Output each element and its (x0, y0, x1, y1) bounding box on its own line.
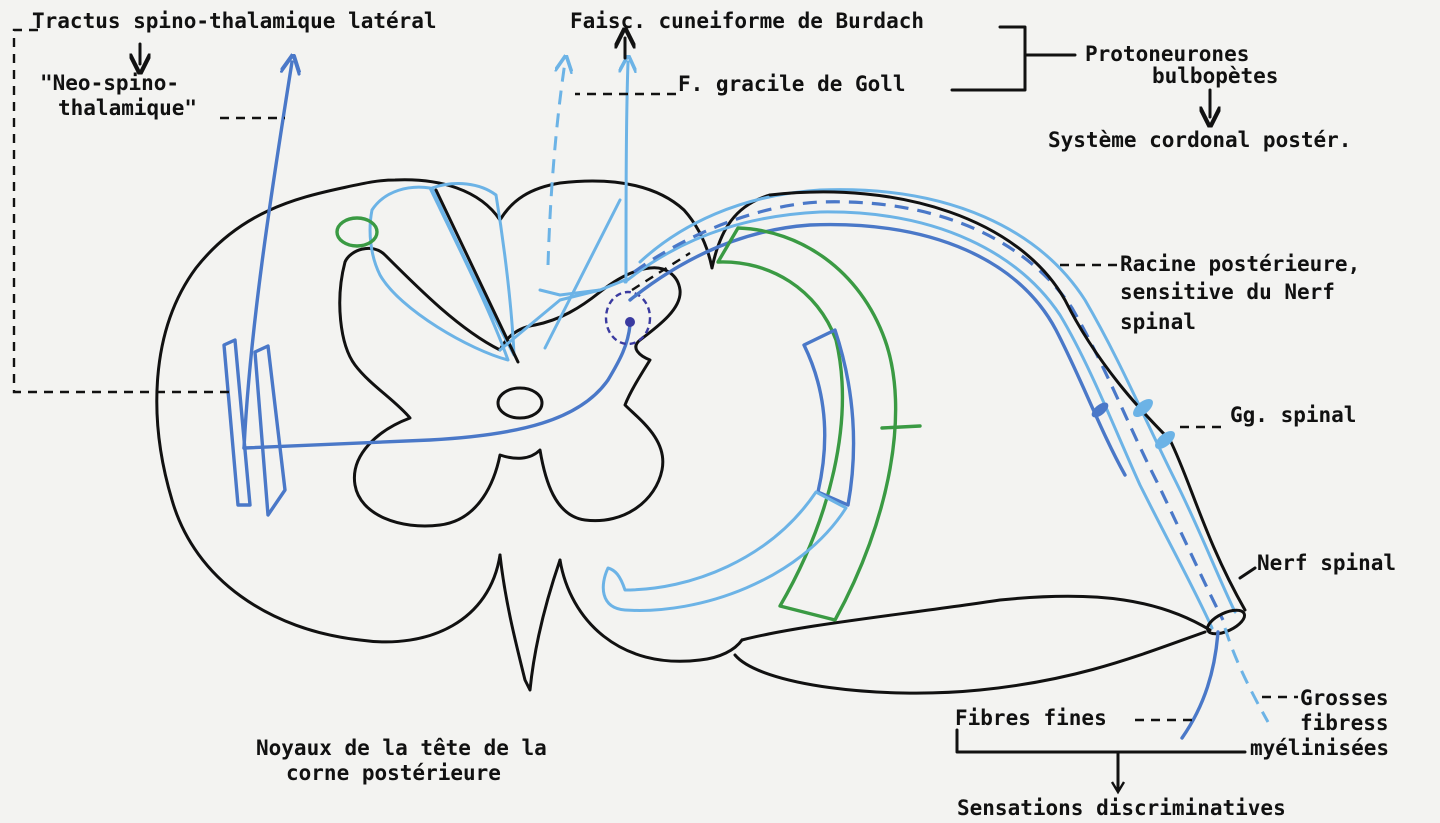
fasciculus-cuneatus-tract (370, 187, 508, 360)
large-myelinated-fiber (1225, 628, 1268, 722)
label-grosses-1: Grosses (1300, 686, 1389, 710)
anterior-median-fissure (500, 555, 560, 690)
label-systeme: Système cordonal postér. (1048, 128, 1351, 152)
label-proto-2: bulbopètes (1152, 64, 1278, 88)
collateral-fiber-2 (540, 290, 600, 295)
sensations-bracket (957, 730, 1245, 790)
central-canal (498, 388, 542, 418)
nerf-leader (1240, 568, 1255, 578)
label-racine-1: Racine postérieure, (1120, 252, 1360, 276)
label-gg: Gg. spinal (1230, 403, 1356, 427)
fine-fiber (1182, 632, 1218, 738)
anterior-dark-blue-tract (804, 330, 854, 505)
label-tractus: Tractus spino-thalamique latéral (32, 9, 437, 33)
gracilis-dashed-fiber (548, 62, 565, 265)
label-faisc: Faisc. cuneiforme de Burdach (570, 9, 924, 33)
crossing-fiber (244, 325, 630, 448)
label-proto-1: Protoneurones (1085, 42, 1249, 66)
dorsal-root-dark (630, 225, 1125, 475)
label-nerf: Nerf spinal (1257, 551, 1396, 575)
label-neo-1: "Neo-spino- (40, 71, 179, 95)
label-fibres-fines: Fibres fines (955, 706, 1107, 730)
label-gracile: F. gracile de Goll (678, 72, 906, 96)
green-connector (882, 426, 920, 428)
anterolateral-light-tract (603, 492, 846, 610)
label-grosses-2: fibress (1300, 711, 1389, 735)
label-racine-3: spinal (1120, 310, 1196, 334)
green-crescent (718, 228, 896, 620)
spinothalamic-ascending-fiber (244, 62, 292, 448)
collateral-fiber-1 (545, 200, 620, 348)
label-neo-2: thalamique" (58, 96, 197, 120)
label-racine-2: sensitive du Nerf (1120, 280, 1335, 304)
ventral-root-outline (742, 596, 1210, 640)
proto-bracket (952, 27, 1075, 90)
nucleus-dot (625, 317, 635, 327)
label-grosses-3: myélinisées (1250, 736, 1389, 760)
label-noyaux-2: corne postérieure (286, 761, 501, 785)
label-sensations: Sensations discriminatives (957, 796, 1286, 820)
label-noyaux-1: Noyaux de la tête de la (256, 736, 547, 760)
lateral-spinothalamic-right-band (255, 346, 285, 515)
ventral-root-lower (735, 632, 1205, 693)
